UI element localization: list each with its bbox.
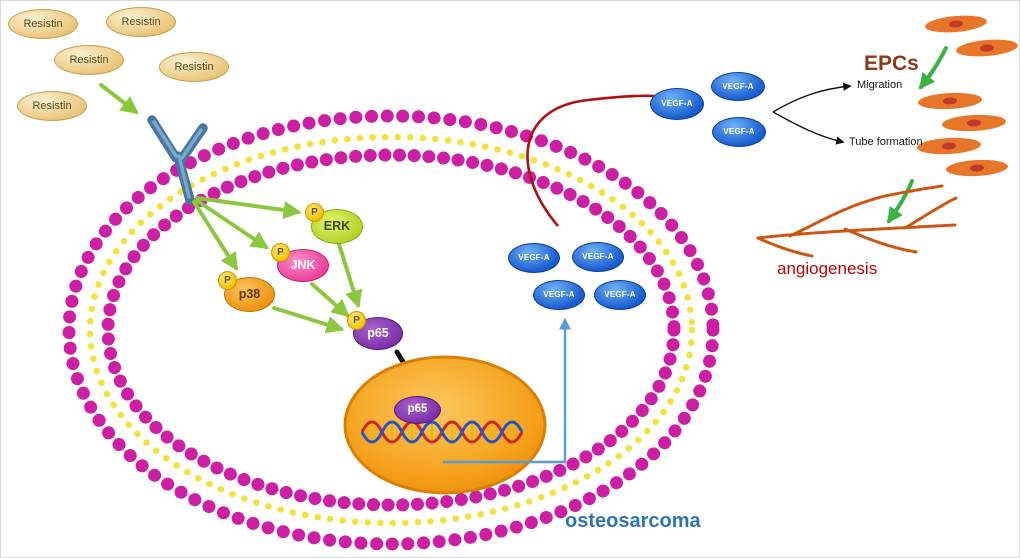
vegfa-node: VEGF-A (712, 117, 766, 147)
resistin-label: Resistin (174, 60, 214, 73)
vegfa-label: VEGF-A (582, 252, 614, 261)
resistin-label: Resistin (32, 99, 72, 112)
tube-formation-label: Tube formation (849, 136, 923, 148)
p65-node: P p65 (347, 311, 403, 350)
p65-label: p65 (407, 403, 428, 416)
p65-label: p65 (367, 326, 389, 341)
osteosarcoma-label: osteosarcoma (565, 510, 701, 532)
erk-label: ERK (323, 219, 351, 234)
resistin-ligand: Resistin (8, 9, 78, 39)
vegfa-node: VEGF-A (533, 280, 585, 310)
epcs-title: EPCs (864, 52, 919, 75)
p38-label: p38 (238, 287, 261, 302)
resistin-ligand: Resistin (17, 91, 87, 121)
dna-icon (360, 420, 524, 444)
vegfa-node: VEGF-A (572, 242, 624, 272)
nuclear-p65-node: p65 (394, 396, 441, 424)
vegfa-node: VEGF-A (650, 88, 704, 120)
jnk-label: JNK (290, 258, 316, 273)
resistin-label: Resistin (69, 53, 109, 66)
vegfa-node: VEGF-A (594, 280, 646, 310)
phospho-badge: P (347, 311, 366, 330)
cell-membrane (62, 109, 720, 551)
erk-node: P ERK (305, 203, 363, 244)
p38-node: P p38 (218, 271, 275, 312)
vegfa-node: VEGF-A (711, 72, 765, 101)
epc-cells (917, 15, 1018, 177)
vegfa-label: VEGF-A (661, 99, 693, 108)
migration-label: Migration (857, 79, 903, 91)
epc-arrows (887, 46, 948, 224)
vegfa-node: VEGF-A (508, 243, 560, 273)
tube-network-icon (756, 184, 958, 258)
vegfa-label: VEGF-A (723, 127, 755, 136)
nucleus (343, 355, 547, 495)
phospho-badge: P (305, 203, 324, 222)
vegfa-label: VEGF-A (518, 253, 550, 262)
epc-effect-fork (772, 82, 852, 145)
vegfa-label: VEGF-A (604, 290, 636, 299)
angiogenesis-label: angiogenesis (777, 259, 878, 278)
transcription-line (443, 317, 571, 464)
phospho-badge: P (218, 271, 237, 290)
resistin-label: Resistin (121, 15, 161, 28)
resistin-receptor-icon (147, 115, 208, 205)
resistin-label: Resistin (23, 17, 63, 30)
resistin-ligand: Resistin (159, 52, 229, 82)
resistin-ligand: Resistin (54, 45, 124, 75)
signal-arrows (99, 83, 363, 334)
phospho-badge: P (271, 243, 290, 262)
vegfa-label: VEGF-A (722, 81, 754, 91)
resistin-ligand: Resistin (106, 7, 176, 37)
vegfa-label: VEGF-A (543, 290, 575, 299)
jnk-node: P JNK (271, 243, 329, 282)
